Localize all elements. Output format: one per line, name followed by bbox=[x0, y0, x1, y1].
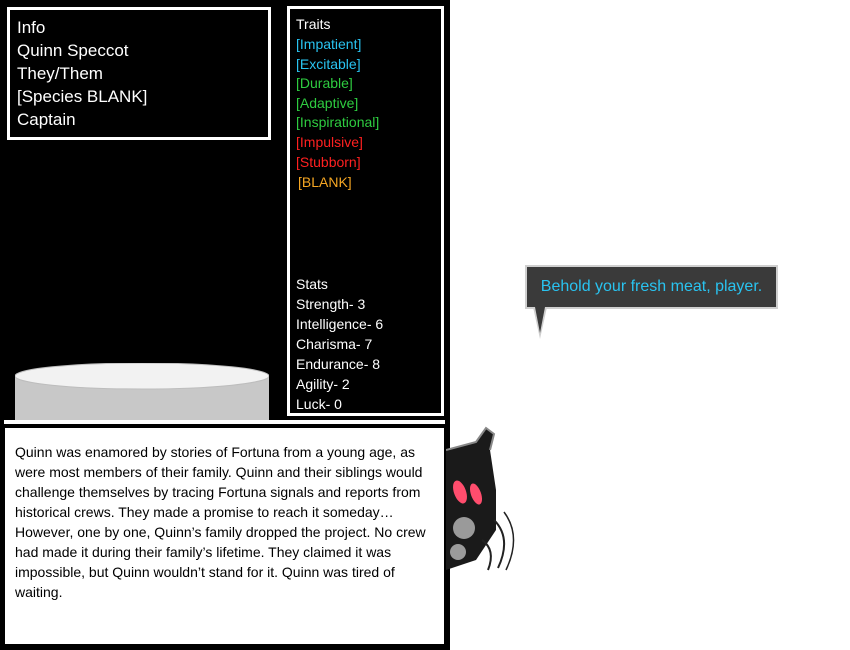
divider bbox=[4, 420, 445, 424]
traits-stats-box: Traits [Impatient] [Excitable] [Durable]… bbox=[287, 6, 444, 416]
character-sheet-panel: Info Quinn Speccot They/Them [Species BL… bbox=[0, 0, 450, 650]
pedestal bbox=[15, 363, 269, 421]
traits-title: Traits bbox=[296, 16, 331, 32]
trait-item: [Durable] bbox=[296, 75, 353, 91]
trait-item: [Inspirational] bbox=[296, 114, 380, 130]
dialogue-bubble: Behold your fresh meat, player. bbox=[525, 265, 778, 309]
trait-item: [BLANK] bbox=[298, 174, 352, 190]
backstory-box: Quinn was enamored by stories of Fortuna… bbox=[4, 427, 445, 645]
stat-charisma: Charisma- 7 bbox=[296, 336, 373, 352]
info-box: Info Quinn Speccot They/Them [Species BL… bbox=[7, 7, 271, 140]
stat-agility: Agility- 2 bbox=[296, 376, 350, 392]
stats-title: Stats bbox=[296, 276, 328, 292]
character-name: Quinn Speccot bbox=[17, 41, 129, 60]
character-species: [Species BLANK] bbox=[17, 87, 148, 106]
trait-item: [Adaptive] bbox=[296, 95, 359, 111]
trait-item: [Impulsive] bbox=[296, 134, 363, 150]
trait-item: [Impatient] bbox=[296, 36, 362, 52]
stat-endurance: Endurance- 8 bbox=[296, 356, 381, 372]
backstory-text: Quinn was enamored by stories of Fortuna… bbox=[15, 444, 426, 600]
hooded-creature-icon bbox=[446, 426, 515, 571]
trait-item: [Excitable] bbox=[296, 56, 361, 72]
character-role: Captain bbox=[17, 110, 76, 129]
speech-tail-icon bbox=[533, 307, 547, 339]
info-title: Info bbox=[17, 18, 46, 37]
stat-strength: Strength- 3 bbox=[296, 296, 366, 312]
trait-item: [Stubborn] bbox=[296, 154, 361, 170]
stat-luck: Luck- 0 bbox=[296, 396, 342, 412]
stat-intelligence: Intelligence- 6 bbox=[296, 316, 384, 332]
character-pronouns: They/Them bbox=[17, 64, 103, 83]
dialogue-text: Behold your fresh meat, player. bbox=[540, 278, 763, 295]
